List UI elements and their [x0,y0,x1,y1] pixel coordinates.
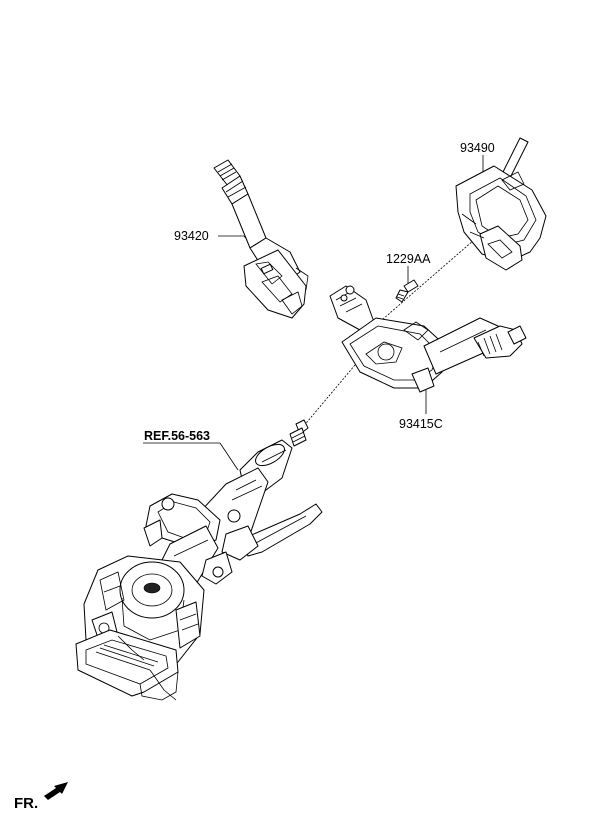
axis-line-upper [374,239,475,327]
label-1229aa: 1229AA [386,252,431,266]
axis-line-lower [301,364,356,429]
label-93415c: 93415C [399,417,443,431]
wiper-switch-part [213,159,309,319]
front-direction-indicator: FR. [14,782,68,812]
label-ref-56-563: REF.56-563 [144,429,210,443]
multifunction-switch-part [329,285,527,393]
clock-spring-ring [455,165,547,263]
front-label: FR. [14,795,38,812]
screw-part [395,279,419,303]
tilt-lever [239,503,323,557]
leader-ref [219,442,239,471]
part-labels: 93420 93490 1229AA 93415C REF.56-563 [144,141,495,443]
steering-column-part [143,419,323,597]
front-arrow-icon [44,782,68,800]
label-93490: 93490 [460,141,495,155]
base-plate [75,629,179,697]
motor-assembly-part [75,555,205,701]
label-93420: 93420 [174,229,209,243]
clock-spring-part [455,137,547,271]
switch-body [243,249,307,319]
